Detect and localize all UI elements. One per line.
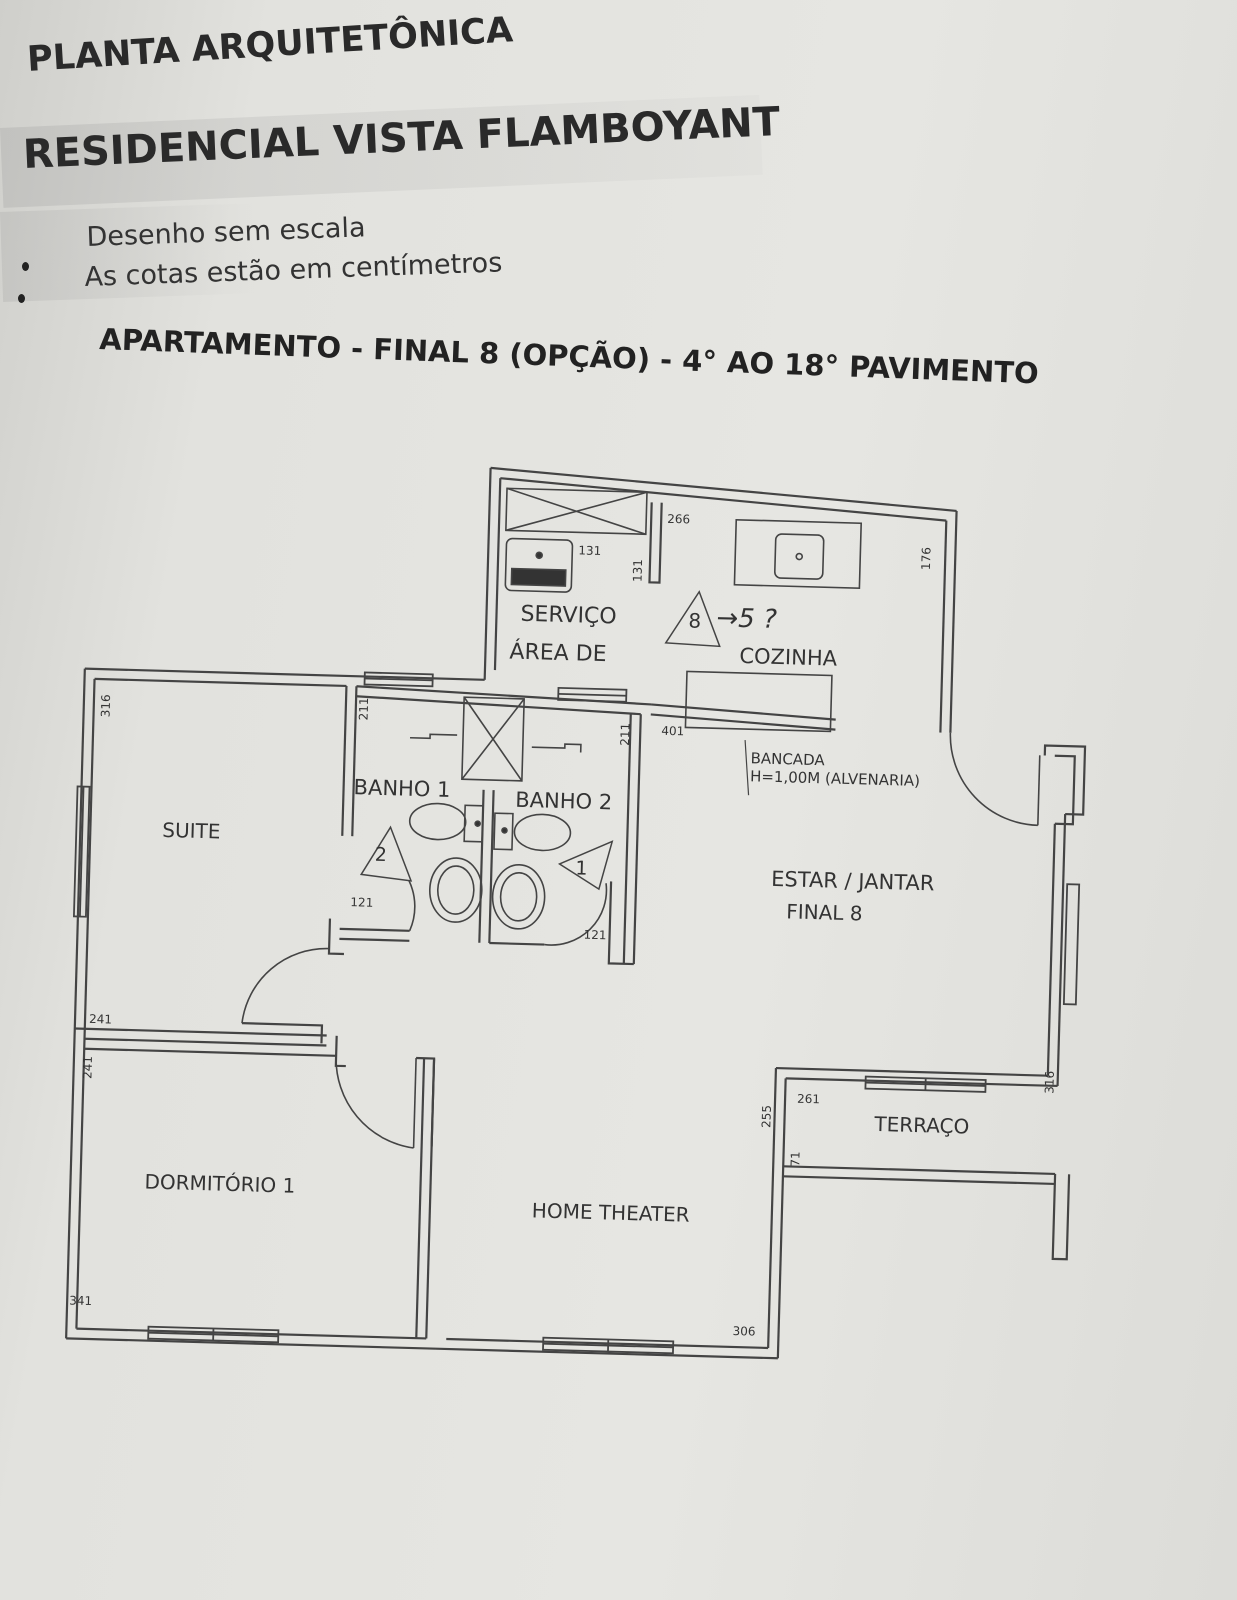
label-servico: SERVIÇO bbox=[520, 602, 617, 630]
handwritten-note: →5 ? bbox=[716, 603, 777, 635]
bancada-counter bbox=[684, 670, 833, 733]
dim-121b: 121 bbox=[583, 928, 606, 943]
marker-apartment-number: 8 bbox=[688, 608, 701, 632]
dim-341: 341 bbox=[69, 1293, 92, 1308]
apartment-marker bbox=[664, 590, 721, 648]
kitchen-counter bbox=[733, 518, 863, 590]
dim-266: 266 bbox=[667, 512, 690, 527]
label-dormitorio: DORMITÓRIO 1 bbox=[144, 1170, 295, 1198]
markers bbox=[359, 590, 721, 891]
dim-401: 401 bbox=[661, 724, 684, 739]
sink-bath1 bbox=[428, 857, 483, 923]
sink-bath2 bbox=[491, 864, 546, 930]
marker-bath2: 2 bbox=[374, 844, 387, 866]
laundry-tub bbox=[504, 537, 574, 593]
dim-316b: 316 bbox=[1042, 1071, 1057, 1094]
shower bbox=[461, 696, 525, 782]
label-home-theater: HOME THEATER bbox=[532, 1198, 691, 1226]
fixtures bbox=[408, 487, 863, 930]
label-terraco: TERRAÇO bbox=[873, 1112, 970, 1139]
bath-marker-2 bbox=[359, 825, 413, 882]
label-bancada: BANCADA bbox=[750, 749, 825, 769]
dim-176: 176 bbox=[919, 547, 934, 570]
dim-131a: 131 bbox=[578, 543, 601, 558]
label-banho2: BANHO 2 bbox=[515, 788, 612, 815]
dim-131b: 131 bbox=[630, 559, 645, 582]
toilet-bath2 bbox=[513, 813, 572, 852]
label-cozinha: COZINHA bbox=[739, 644, 838, 671]
toilet-bath1 bbox=[408, 802, 467, 841]
dim-211a: 211 bbox=[356, 697, 371, 720]
dim-316a: 316 bbox=[98, 694, 113, 717]
kitchen-sink bbox=[774, 533, 825, 580]
label-area-de: ÁREA DE bbox=[509, 638, 607, 667]
exterior-walls bbox=[65, 466, 1087, 1360]
bullet-1 bbox=[22, 262, 29, 271]
label-final8: FINAL 8 bbox=[786, 899, 863, 925]
windows bbox=[72, 671, 1081, 1355]
doors bbox=[241, 732, 1041, 1149]
dim-211b: 211 bbox=[618, 723, 633, 746]
dim-261: 261 bbox=[797, 1092, 820, 1107]
bullet-2 bbox=[18, 294, 25, 303]
dim-241b: 241 bbox=[80, 1056, 95, 1079]
dim-71: 71 bbox=[788, 1151, 802, 1167]
label-estar: ESTAR / JANTAR bbox=[771, 867, 935, 896]
dim-121a: 121 bbox=[350, 895, 373, 910]
interior-walls bbox=[74, 502, 836, 1339]
dim-306: 306 bbox=[732, 1324, 755, 1339]
dim-241a: 241 bbox=[89, 1012, 112, 1027]
dim-255: 255 bbox=[759, 1105, 774, 1128]
label-suite: SUITE bbox=[162, 818, 221, 844]
label-bancada-height: H=1,00M (ALVENARIA) bbox=[750, 767, 920, 790]
service-tank bbox=[505, 487, 648, 536]
label-banho1: BANHO 1 bbox=[353, 775, 450, 802]
marker-bath1: 1 bbox=[575, 857, 588, 879]
bath-marker-1 bbox=[557, 840, 614, 891]
